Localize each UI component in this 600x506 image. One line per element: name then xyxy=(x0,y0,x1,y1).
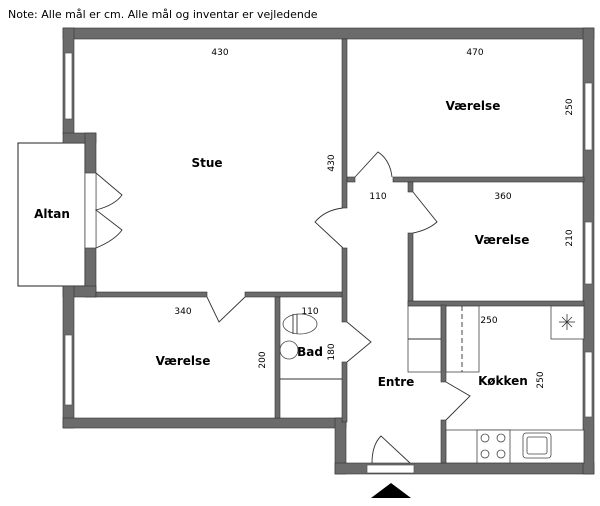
windows xyxy=(64,52,593,474)
vaerelse-mid-label: Værelse xyxy=(475,233,530,247)
koekken-label: Køkken xyxy=(478,374,528,388)
vaerelse-mid-width: 360 xyxy=(494,192,511,202)
doors xyxy=(84,151,471,464)
vaerelse-top-height: 250 xyxy=(565,98,575,115)
bad-label: Bad xyxy=(297,345,323,359)
bad-width: 110 xyxy=(301,307,318,317)
entrance-arrow-icon xyxy=(371,483,411,498)
balcony xyxy=(17,142,86,287)
bathroom-fixtures xyxy=(279,313,342,380)
vaerelse-bottom-width: 340 xyxy=(174,307,191,317)
bad-height: 180 xyxy=(327,343,337,360)
toilet-icon xyxy=(282,313,318,335)
koekken-width: 250 xyxy=(480,316,497,326)
light-icon xyxy=(559,314,575,330)
vaerelse-top-width: 470 xyxy=(466,48,483,58)
stue-height: 430 xyxy=(327,154,337,171)
vaerelse-mid-height: 210 xyxy=(565,229,575,246)
walls xyxy=(62,27,595,475)
kitchen-fixtures xyxy=(407,305,585,464)
stue-width: 430 xyxy=(211,48,228,58)
vaerelse-bottom-label: Værelse xyxy=(156,354,211,368)
stue-label: Stue xyxy=(191,156,222,170)
koekken-height: 250 xyxy=(536,371,546,388)
vaerelse-bottom-height: 200 xyxy=(258,351,268,368)
note-text: Note: Alle mål er cm. Alle mål og invent… xyxy=(8,8,318,21)
altan-label: Altan xyxy=(34,207,70,221)
vaerelse-top-label: Værelse xyxy=(446,99,501,113)
entre-label: Entre xyxy=(378,375,415,389)
sink-icon xyxy=(279,340,299,360)
entre-width: 110 xyxy=(369,192,386,202)
